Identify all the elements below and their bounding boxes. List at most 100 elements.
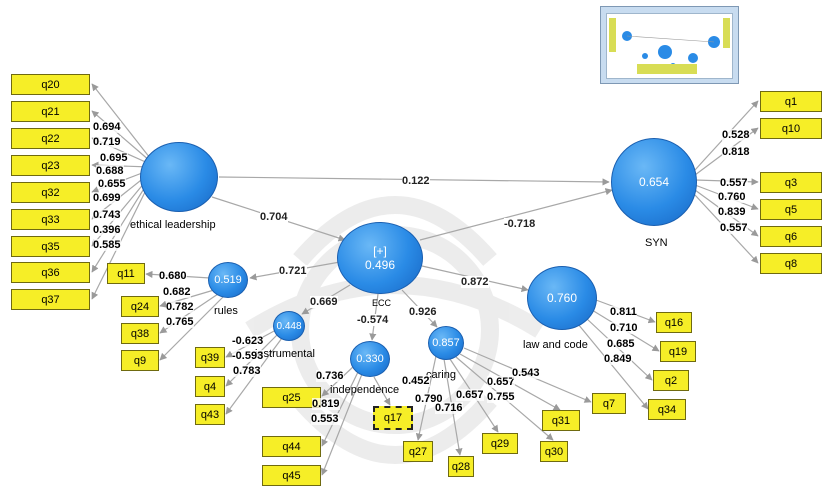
indicator-q19[interactable]: q19 bbox=[660, 341, 696, 362]
latent-value: 0.519 bbox=[214, 274, 242, 286]
loading-label: 0.452 bbox=[402, 375, 430, 387]
loading-arrow[interactable] bbox=[373, 376, 391, 406]
loading-label: 0.699 bbox=[93, 192, 121, 204]
latent-caring[interactable]: 0.857 bbox=[428, 326, 464, 360]
loading-label: 0.655 bbox=[98, 178, 126, 190]
latent-ethical-leadership[interactable] bbox=[140, 142, 218, 212]
loading-arrow[interactable] bbox=[321, 371, 359, 447]
latent-law-and-code[interactable]: 0.760 bbox=[527, 266, 597, 330]
indicator-q6[interactable]: q6 bbox=[760, 226, 822, 247]
loading-arrow[interactable] bbox=[159, 295, 225, 361]
indicator-q28[interactable]: q28 bbox=[448, 456, 474, 477]
indicator-q38[interactable]: q38 bbox=[121, 323, 159, 344]
loading-label: 0.849 bbox=[604, 353, 632, 365]
indicator-q10[interactable]: q10 bbox=[760, 118, 822, 139]
loading-label: 0.695 bbox=[100, 152, 128, 164]
path-coefficient-ethical-ecc: 0.704 bbox=[260, 211, 288, 223]
minimap-preview bbox=[606, 13, 733, 79]
loading-label: 0.557 bbox=[720, 177, 748, 189]
loading-label: 0.657 bbox=[487, 376, 515, 388]
latent-label-independence: independence bbox=[330, 384, 400, 396]
loading-label: 0.755 bbox=[487, 391, 515, 403]
loading-label: 0.528 bbox=[722, 129, 750, 141]
latent-rules[interactable]: 0.519 bbox=[208, 262, 248, 298]
indicator-q1[interactable]: q1 bbox=[760, 91, 822, 112]
indicator-q9[interactable]: q9 bbox=[121, 350, 159, 371]
latent-value: 0.496 bbox=[364, 258, 396, 272]
loading-label: 0.783 bbox=[233, 365, 261, 377]
indicator-q8[interactable]: q8 bbox=[760, 253, 822, 274]
indicator-q20[interactable]: q20 bbox=[11, 74, 90, 95]
indicator-q29[interactable]: q29 bbox=[482, 433, 518, 454]
latent-label-rules: rules bbox=[214, 305, 238, 317]
loading-label: 0.688 bbox=[96, 165, 124, 177]
indicator-q31[interactable]: q31 bbox=[542, 410, 580, 431]
path-coefficient-ecc-law: 0.872 bbox=[461, 276, 489, 288]
path-coefficient-ecc-rules: 0.721 bbox=[279, 265, 307, 277]
indicator-q17[interactable]: q17 bbox=[373, 406, 413, 430]
indicator-q36[interactable]: q36 bbox=[11, 262, 90, 283]
indicator-q23[interactable]: q23 bbox=[11, 155, 90, 176]
indicator-q37[interactable]: q37 bbox=[11, 289, 90, 310]
latent-value: 0.654 bbox=[638, 175, 670, 189]
indicator-q21[interactable]: q21 bbox=[11, 101, 90, 122]
indicator-q45[interactable]: q45 bbox=[262, 465, 321, 486]
latent-label-syn: SYN bbox=[645, 237, 668, 249]
latent-label-ethical-leadership: ethical leadership bbox=[130, 219, 216, 231]
latent-independence[interactable]: 0.330 bbox=[350, 341, 390, 377]
loading-label: 0.543 bbox=[512, 367, 540, 379]
loading-label: 0.736 bbox=[316, 370, 344, 382]
latent-instrumental[interactable]: 0.448 bbox=[273, 311, 305, 341]
loading-label: 0.657 bbox=[456, 389, 484, 401]
loading-label: 0.585 bbox=[93, 239, 121, 251]
latent-ecc[interactable]: [+] 0.496 bbox=[337, 222, 423, 294]
overview-minimap[interactable] bbox=[600, 6, 739, 84]
indicator-q43[interactable]: q43 bbox=[195, 404, 225, 425]
latent-value: 0.448 bbox=[276, 320, 302, 332]
indicator-q2[interactable]: q2 bbox=[653, 370, 689, 391]
loading-label: 0.682 bbox=[163, 286, 191, 298]
loading-arrow[interactable] bbox=[91, 181, 151, 300]
indicator-q24[interactable]: q24 bbox=[121, 296, 159, 317]
loading-label: 0.557 bbox=[720, 222, 748, 234]
loading-label: 0.396 bbox=[93, 224, 121, 236]
loading-arrow[interactable] bbox=[321, 373, 363, 476]
indicator-q4[interactable]: q4 bbox=[195, 376, 225, 397]
path-arrow-ecc-syn[interactable] bbox=[419, 188, 613, 241]
indicator-q25[interactable]: q25 bbox=[262, 387, 321, 408]
latent-value: 0.330 bbox=[356, 353, 384, 365]
indicator-q11[interactable]: q11 bbox=[107, 263, 145, 284]
loading-label: 0.811 bbox=[610, 306, 637, 318]
indicator-q5[interactable]: q5 bbox=[760, 199, 822, 220]
latent-value: 0.760 bbox=[546, 291, 578, 305]
loading-arrow[interactable] bbox=[91, 110, 151, 162]
indicator-q3[interactable]: q3 bbox=[760, 172, 822, 193]
indicator-q30[interactable]: q30 bbox=[540, 441, 568, 462]
loading-label: 0.818 bbox=[722, 146, 750, 158]
indicator-q27[interactable]: q27 bbox=[403, 441, 433, 462]
loading-label: 0.839 bbox=[718, 206, 746, 218]
loading-label: -0.593 bbox=[232, 350, 264, 362]
loading-label: 0.710 bbox=[610, 322, 638, 334]
path-coefficient-ecc-instrumental: 0.669 bbox=[310, 296, 338, 308]
loading-arrow[interactable] bbox=[91, 83, 151, 159]
indicator-q33[interactable]: q33 bbox=[11, 209, 90, 230]
indicator-q35[interactable]: q35 bbox=[11, 236, 90, 257]
loading-arrow[interactable] bbox=[577, 323, 649, 410]
indicator-q32[interactable]: q32 bbox=[11, 182, 90, 203]
indicator-q44[interactable]: q44 bbox=[262, 436, 321, 457]
indicator-q39[interactable]: q39 bbox=[195, 347, 225, 368]
indicator-q7[interactable]: q7 bbox=[592, 393, 626, 414]
latent-label-caring: caring bbox=[426, 369, 456, 381]
latent-label-ecc: ECC bbox=[372, 298, 392, 308]
indicator-q16[interactable]: q16 bbox=[656, 312, 692, 333]
path-coefficient-ecc-syn: -0.718 bbox=[504, 218, 536, 230]
loading-label: 0.782 bbox=[166, 301, 194, 313]
loading-label: 0.719 bbox=[93, 136, 121, 148]
minimap-drawing bbox=[609, 18, 730, 74]
indicator-q34[interactable]: q34 bbox=[648, 399, 686, 420]
latent-prefix: [+] bbox=[373, 244, 387, 258]
latent-syn[interactable]: 0.654 bbox=[611, 138, 697, 226]
indicator-q22[interactable]: q22 bbox=[11, 128, 90, 149]
loading-arrow[interactable] bbox=[91, 178, 151, 273]
